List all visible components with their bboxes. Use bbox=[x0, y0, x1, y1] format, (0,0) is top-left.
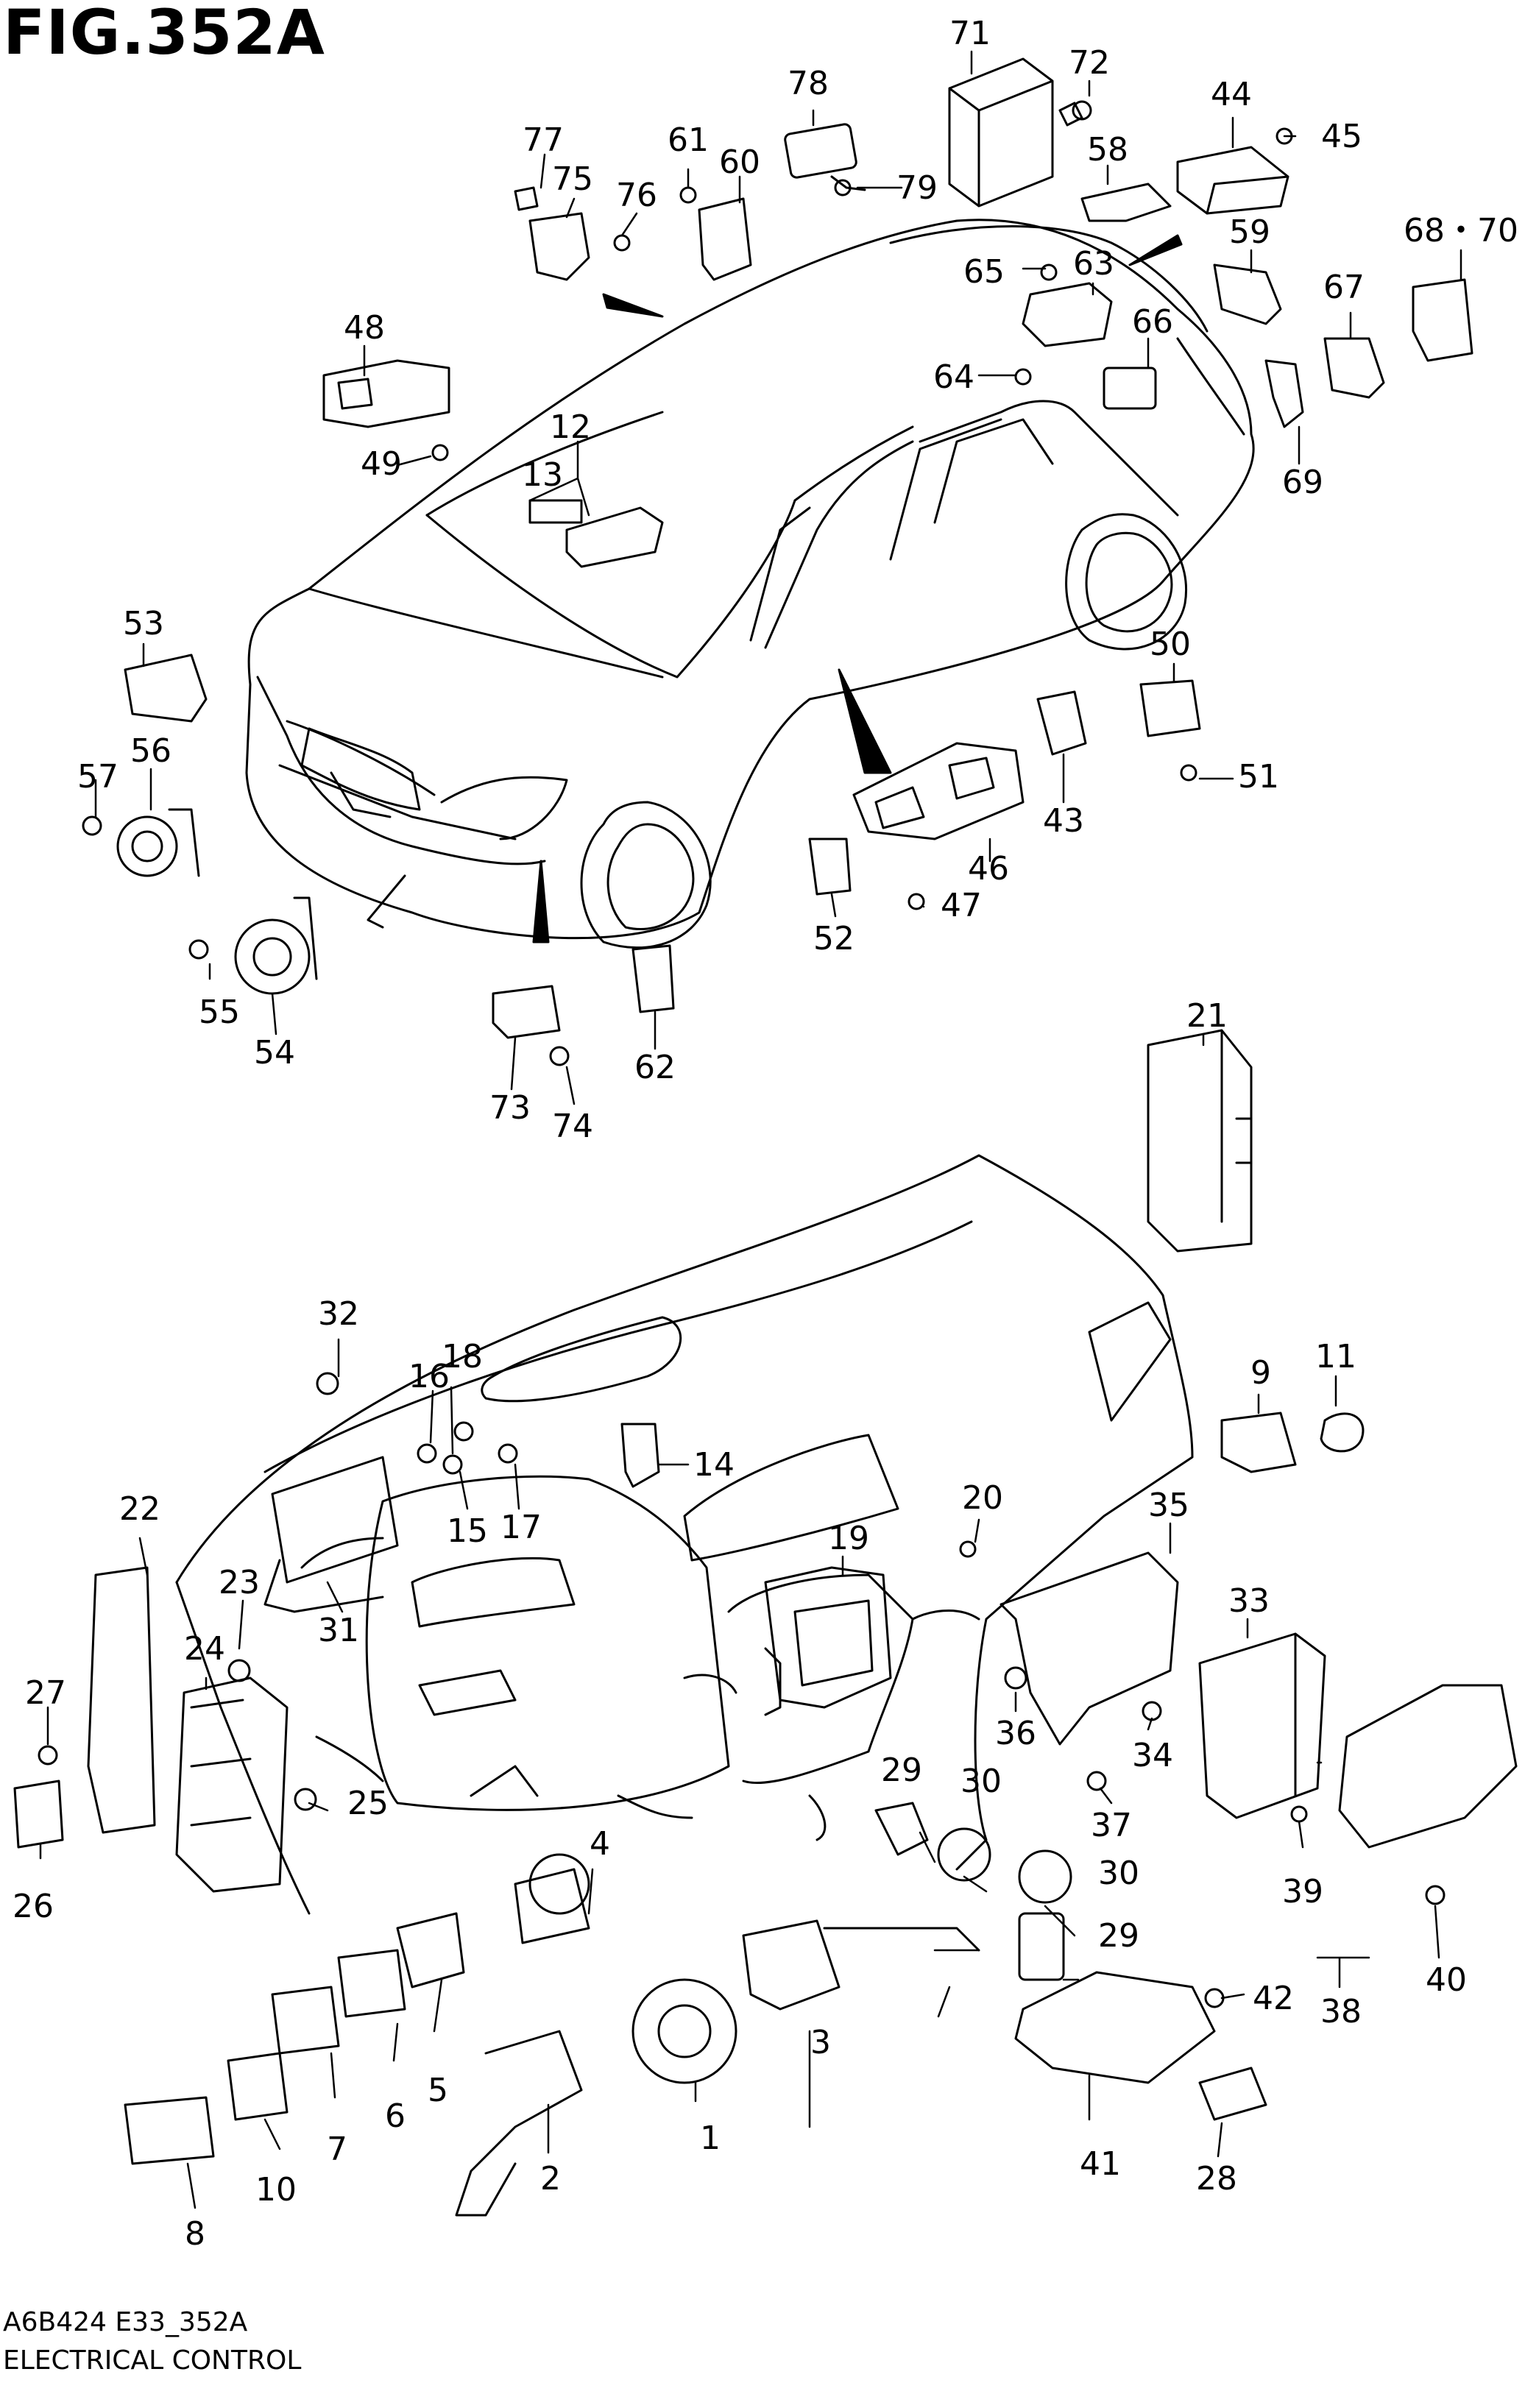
callout-12: 12 bbox=[550, 408, 591, 446]
callout-9: 9 bbox=[1250, 1354, 1271, 1392]
callout-4: 4 bbox=[590, 1825, 610, 1863]
callout-45: 45 bbox=[1321, 118, 1362, 155]
callout-52: 52 bbox=[813, 920, 855, 957]
callout-38: 38 bbox=[1320, 1993, 1362, 2030]
callout-15: 15 bbox=[447, 1512, 488, 1550]
callout-44: 44 bbox=[1211, 76, 1252, 113]
callout-35: 35 bbox=[1148, 1487, 1189, 1524]
callout-14: 14 bbox=[693, 1446, 735, 1484]
callout-65: 65 bbox=[963, 253, 1005, 291]
callout-2: 2 bbox=[540, 2160, 561, 2198]
callout-31: 31 bbox=[318, 1612, 359, 1649]
callout-49: 49 bbox=[361, 445, 402, 483]
callout-61: 61 bbox=[668, 121, 709, 159]
callout-41: 41 bbox=[1080, 2145, 1121, 2183]
callout-5: 5 bbox=[428, 2072, 448, 2109]
callout-47: 47 bbox=[941, 887, 982, 924]
callout-34: 34 bbox=[1132, 1737, 1173, 1774]
callout-54: 54 bbox=[254, 1034, 295, 1072]
callout-74: 74 bbox=[552, 1108, 593, 1145]
callout-32: 32 bbox=[318, 1295, 359, 1333]
callout-36: 36 bbox=[995, 1715, 1036, 1752]
callout-11: 11 bbox=[1315, 1338, 1356, 1375]
callout-78: 78 bbox=[788, 65, 829, 102]
callout-67: 67 bbox=[1323, 269, 1365, 306]
callout-21: 21 bbox=[1186, 997, 1228, 1035]
callout-60: 60 bbox=[719, 144, 760, 181]
callout-53: 53 bbox=[123, 605, 164, 642]
callout-50: 50 bbox=[1150, 626, 1191, 663]
callout-10: 10 bbox=[255, 2171, 297, 2209]
callout-56: 56 bbox=[130, 732, 171, 770]
callout-66: 66 bbox=[1132, 303, 1173, 341]
callout-51: 51 bbox=[1238, 758, 1279, 796]
fasteners bbox=[38, 100, 1446, 2008]
callout-16: 16 bbox=[408, 1358, 450, 1395]
callout-26: 26 bbox=[13, 1888, 54, 1925]
callout-71: 71 bbox=[949, 15, 991, 52]
callout-55: 55 bbox=[199, 994, 240, 1031]
callout-17: 17 bbox=[500, 1509, 542, 1546]
callout-76: 76 bbox=[616, 177, 657, 214]
part-shapes bbox=[13, 57, 1518, 2217]
figure-title: FIG.352A bbox=[3, 0, 325, 68]
callout-23: 23 bbox=[219, 1564, 260, 1601]
callout-69: 69 bbox=[1282, 464, 1323, 501]
callout-29-upper: 29 bbox=[881, 1752, 922, 1789]
callout-62: 62 bbox=[634, 1049, 676, 1086]
callout-13: 13 bbox=[522, 456, 563, 494]
callout-19: 19 bbox=[828, 1520, 869, 1557]
callout-79: 79 bbox=[896, 169, 938, 207]
callout-28: 28 bbox=[1196, 2160, 1237, 2198]
callout-72: 72 bbox=[1069, 44, 1110, 82]
callout-42: 42 bbox=[1253, 1980, 1294, 2017]
callout-29-lower: 29 bbox=[1098, 1917, 1139, 1955]
callout-48: 48 bbox=[344, 309, 385, 347]
callout-3: 3 bbox=[810, 2024, 831, 2061]
figure-caption: ELECTRICAL CONTROL bbox=[3, 2345, 302, 2376]
callout-22: 22 bbox=[119, 1490, 160, 1528]
callout-59: 59 bbox=[1229, 213, 1270, 251]
callout-1: 1 bbox=[700, 2120, 721, 2157]
callout-7: 7 bbox=[327, 2131, 347, 2168]
callout-27: 27 bbox=[25, 1674, 66, 1712]
callout-6: 6 bbox=[385, 2097, 406, 2135]
callout-77: 77 bbox=[523, 121, 564, 159]
callout-40: 40 bbox=[1426, 1961, 1467, 1999]
callout-68-70: 68・70 bbox=[1404, 212, 1518, 249]
car-body-outline bbox=[245, 219, 1255, 949]
callout-18: 18 bbox=[442, 1338, 483, 1375]
callout-58: 58 bbox=[1087, 131, 1128, 169]
dashboard-outline bbox=[175, 1154, 1194, 1915]
callout-8: 8 bbox=[185, 2215, 205, 2253]
figure-code: A6B424 E33_352A bbox=[3, 2307, 248, 2337]
callout-73: 73 bbox=[489, 1089, 531, 1127]
callout-46: 46 bbox=[968, 850, 1009, 888]
callout-43: 43 bbox=[1043, 802, 1084, 840]
callout-30-upper: 30 bbox=[960, 1763, 1002, 1800]
callout-30-lower: 30 bbox=[1098, 1855, 1139, 1892]
callout-25: 25 bbox=[347, 1785, 389, 1822]
callout-64: 64 bbox=[933, 358, 974, 396]
callout-33: 33 bbox=[1228, 1582, 1270, 1620]
callout-57: 57 bbox=[77, 758, 118, 796]
callout-39: 39 bbox=[1282, 1873, 1323, 1911]
callout-75: 75 bbox=[552, 160, 593, 198]
callout-20: 20 bbox=[962, 1479, 1003, 1517]
callout-63: 63 bbox=[1073, 245, 1114, 283]
leader-lines bbox=[39, 50, 1462, 2209]
callout-37: 37 bbox=[1091, 1807, 1132, 1844]
callout-24: 24 bbox=[184, 1630, 225, 1668]
